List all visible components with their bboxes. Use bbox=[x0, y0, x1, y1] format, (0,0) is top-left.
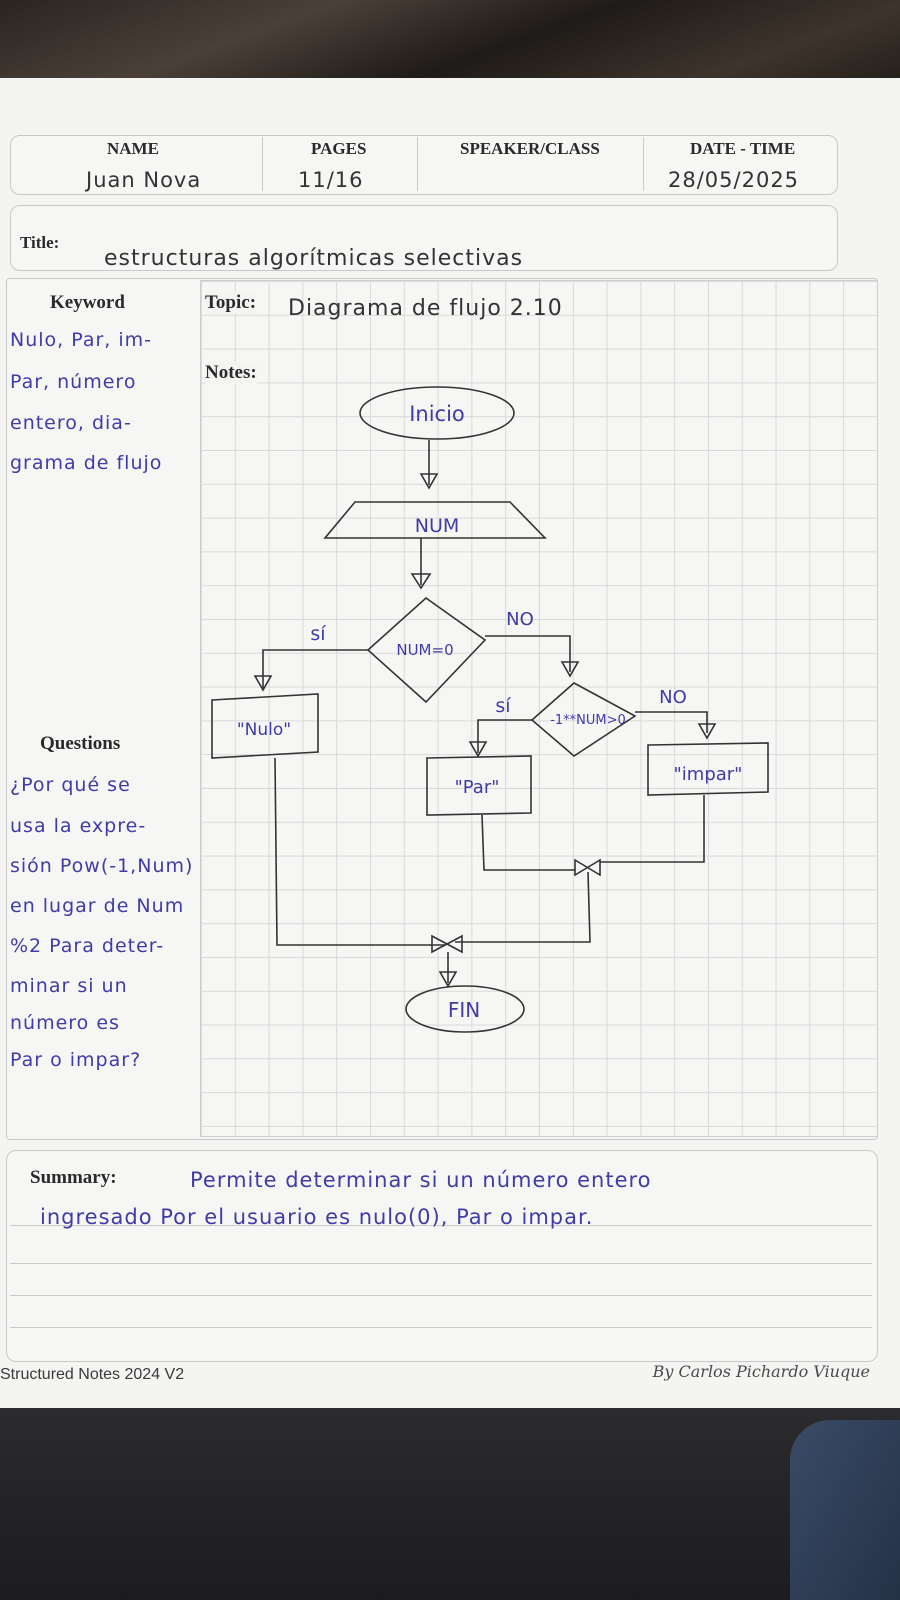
flowchart-decision-2-no: NO bbox=[659, 687, 687, 708]
notes-grid bbox=[200, 280, 878, 1137]
flowchart-output-impar-text: "impar" bbox=[674, 764, 743, 785]
flowchart-connector-2 bbox=[431, 934, 463, 954]
summary-label: Summary: bbox=[30, 1167, 117, 1188]
header-pages-value: 11/16 bbox=[298, 168, 364, 192]
flowchart-start-terminal bbox=[359, 386, 515, 440]
header-name-value: Juan Nova bbox=[86, 168, 202, 192]
header-date-value: 28/05/2025 bbox=[668, 168, 800, 192]
header-date-label: DATE - TIME bbox=[690, 139, 796, 158]
footer-author: By Carlos Pichardo Viuque bbox=[652, 1362, 870, 1381]
flowchart-decision-1 bbox=[366, 596, 487, 704]
header-name-label: NAME bbox=[107, 139, 159, 158]
question-line-3: sión Pow(-1,Num) bbox=[10, 855, 194, 877]
flowchart-end-text: FIN bbox=[448, 998, 480, 1022]
question-line-6: minar si un bbox=[10, 975, 128, 997]
footer-template-name: Structured Notes 2024 V2 bbox=[0, 1366, 185, 1383]
flowchart-output-impar bbox=[647, 742, 769, 796]
title-value: estructuras algorítmicas selectivas bbox=[104, 246, 524, 271]
keyword-line-3: entero, dia- bbox=[10, 412, 132, 434]
flowchart-decision-2 bbox=[530, 682, 637, 757]
flowchart-decision-2-yes: sí bbox=[495, 695, 511, 717]
flowchart-decision-2-text: -1**NUM>0 bbox=[550, 713, 626, 728]
header-box bbox=[10, 135, 838, 195]
topic-label: Topic: bbox=[205, 292, 257, 314]
flowchart-connector-1 bbox=[574, 858, 601, 877]
question-line-7: número es bbox=[10, 1012, 120, 1034]
flowchart-decision-1-text: NUM=0 bbox=[396, 641, 453, 659]
question-line-8: Par o impar? bbox=[10, 1049, 142, 1071]
summary-line-1: Permite determinar si un número entero bbox=[190, 1168, 652, 1192]
flowchart-output-nulo bbox=[211, 693, 319, 759]
topic-value: Diagrama de flujo 2.10 bbox=[288, 296, 563, 321]
flowchart-input-shape bbox=[323, 501, 547, 539]
questions-label: Questions bbox=[40, 733, 121, 754]
summary-line-2: ingresado Por el usuario es nulo(0), Par… bbox=[40, 1205, 594, 1229]
flowchart-start-text: Inicio bbox=[409, 402, 465, 426]
flowchart-output-par-text: "Par" bbox=[454, 777, 499, 798]
question-line-2: usa la expre- bbox=[10, 815, 147, 837]
title-label: Title: bbox=[20, 233, 60, 252]
question-line-5: %2 Para deter- bbox=[10, 935, 165, 957]
flowchart-end-terminal bbox=[405, 985, 525, 1033]
flowchart-decision-1-no: NO bbox=[506, 609, 534, 630]
header-pages-label: PAGES bbox=[311, 139, 367, 158]
header-speaker-label: SPEAKER/CLASS bbox=[460, 139, 600, 158]
background-fabric bbox=[790, 1420, 900, 1600]
notes-label: Notes: bbox=[205, 362, 257, 384]
question-line-4: en lugar de Num bbox=[10, 895, 185, 917]
flowchart-output-nulo-text: "Nulo" bbox=[237, 720, 291, 740]
keyword-line-4: grama de flujo bbox=[10, 452, 163, 474]
question-line-1: ¿Por qué se bbox=[10, 774, 131, 796]
summary-box bbox=[6, 1150, 878, 1362]
flowchart-output-par bbox=[426, 755, 532, 816]
background-table bbox=[0, 1400, 900, 1600]
keyword-label: Keyword bbox=[50, 292, 125, 313]
keyword-line-2: Par, número bbox=[10, 371, 137, 393]
flowchart-input-text: NUM bbox=[415, 515, 460, 537]
flowchart-decision-1-yes: sí bbox=[310, 623, 326, 645]
keyword-line-1: Nulo, Par, im- bbox=[10, 329, 153, 351]
title-box bbox=[10, 205, 838, 271]
background-marble bbox=[0, 0, 900, 90]
